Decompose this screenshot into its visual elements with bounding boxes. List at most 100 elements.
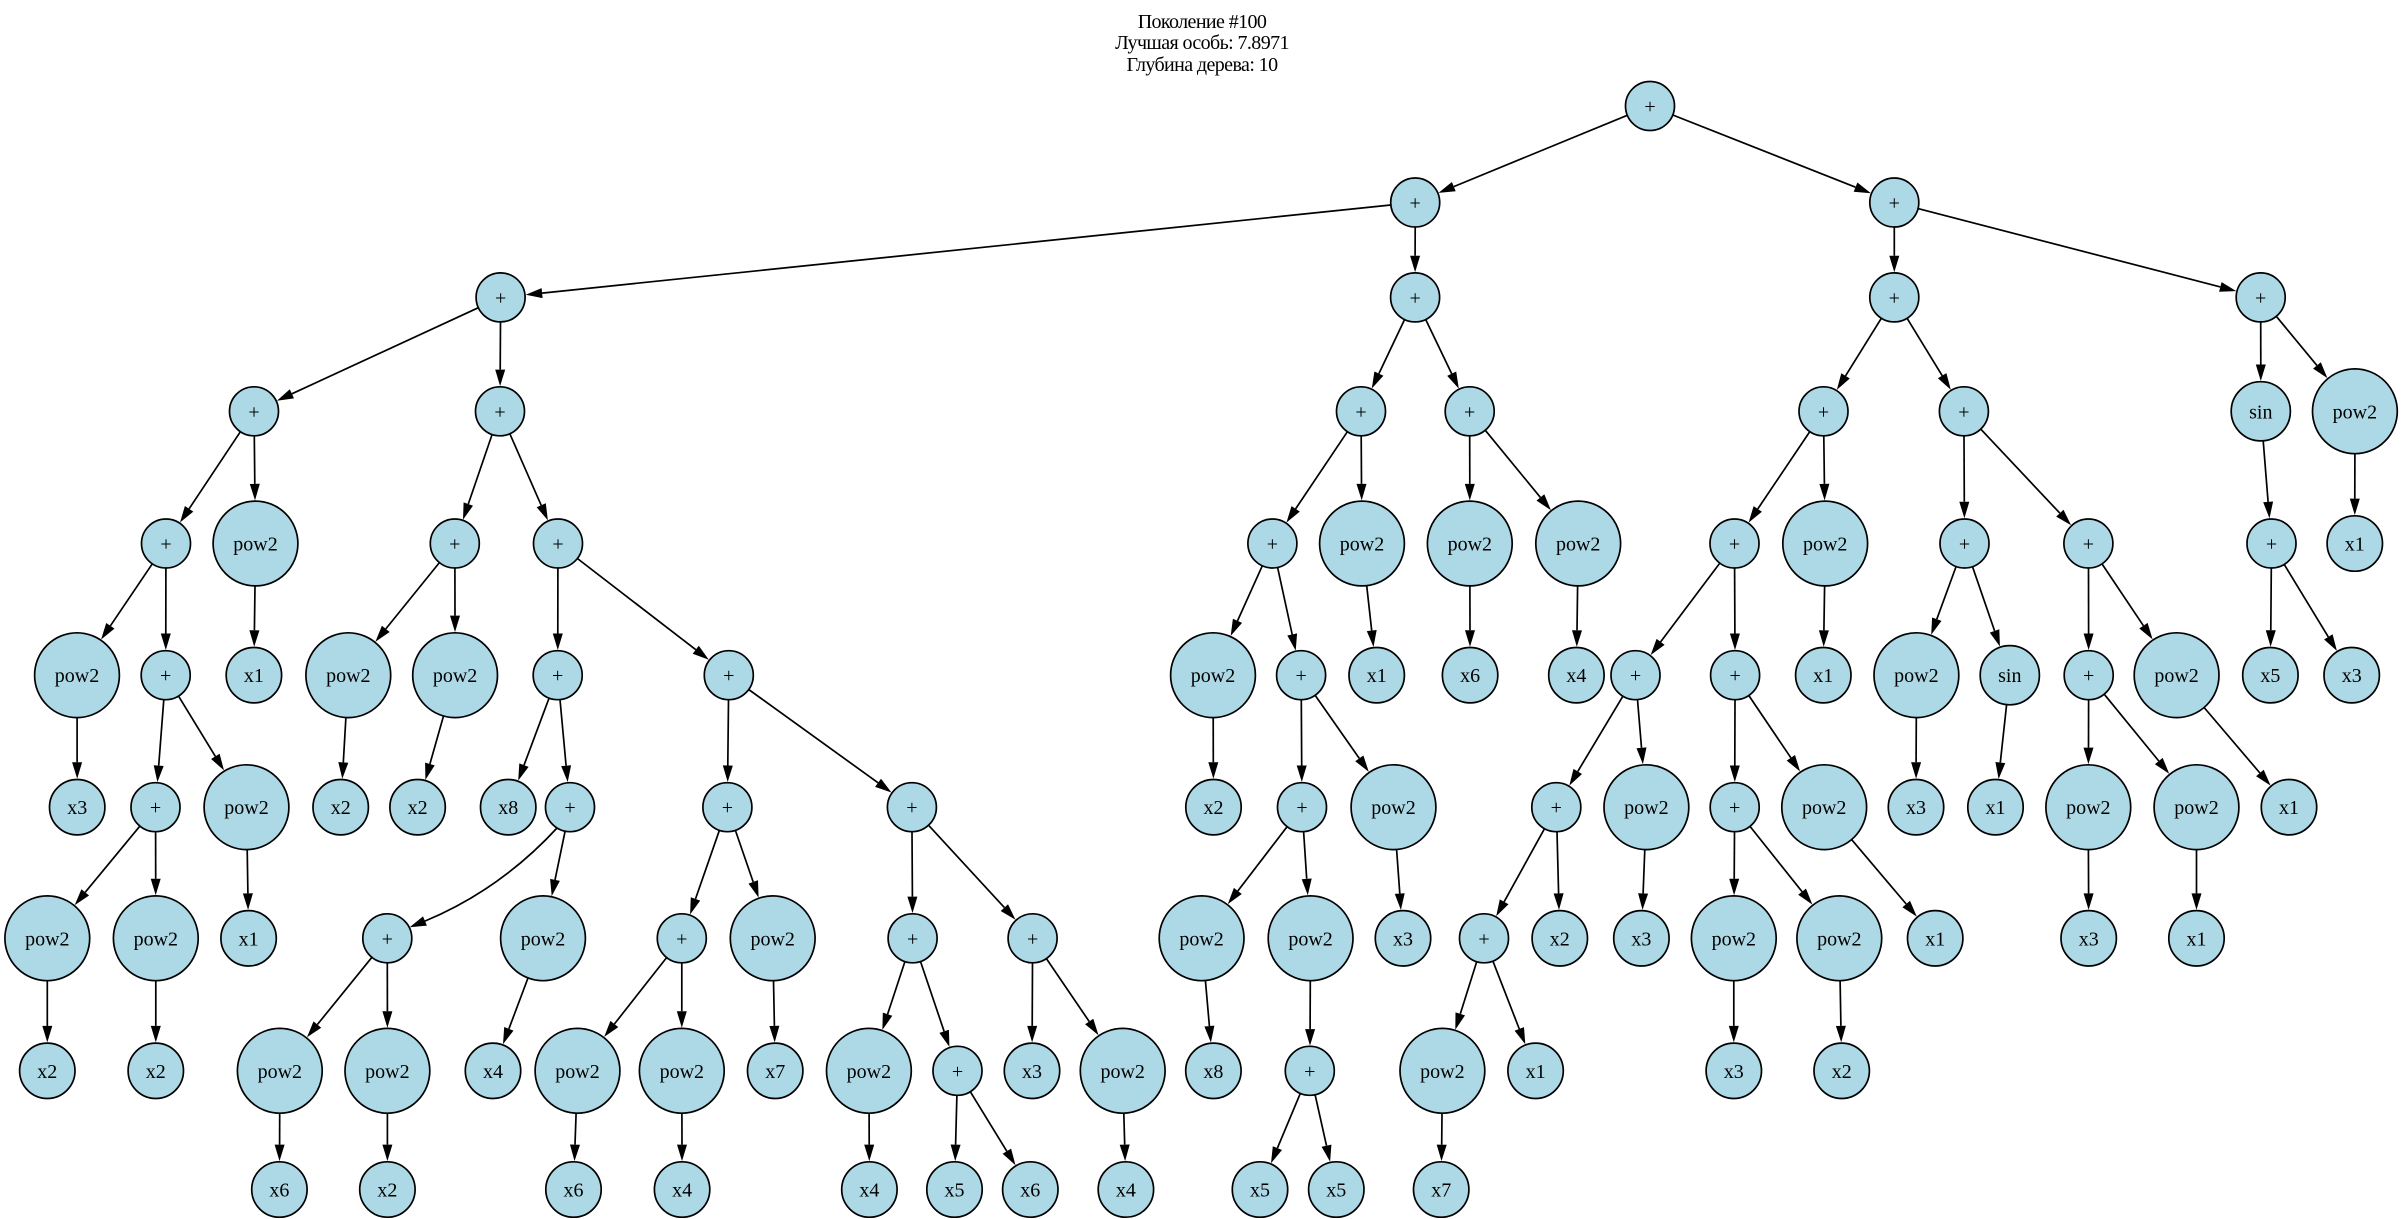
svg-text:+: +	[1027, 928, 1038, 950]
svg-text:+: +	[495, 287, 506, 309]
svg-text:+: +	[676, 928, 687, 950]
svg-text:+: +	[1958, 401, 1969, 423]
svg-text:pow2: pow2	[1803, 534, 1847, 556]
svg-text:+: +	[1644, 96, 1655, 118]
svg-text:x6: x6	[1020, 1180, 1040, 1202]
svg-text:x6: x6	[1460, 665, 1480, 687]
svg-text:pow2: pow2	[1624, 797, 1668, 819]
svg-text:pow2: pow2	[660, 1061, 704, 1083]
svg-text:pow2: pow2	[1340, 534, 1384, 556]
svg-text:+: +	[1464, 401, 1475, 423]
svg-text:+: +	[150, 797, 161, 819]
svg-text:pow2: pow2	[55, 665, 99, 687]
svg-text:x7: x7	[765, 1061, 785, 1083]
svg-text:x3: x3	[1393, 928, 1413, 950]
svg-text:+: +	[248, 401, 259, 423]
svg-text:x4: x4	[1566, 665, 1586, 687]
svg-text:+: +	[1818, 401, 1829, 423]
svg-text:pow2: pow2	[1894, 665, 1938, 687]
svg-text:+: +	[952, 1061, 963, 1083]
svg-text:pow2: pow2	[847, 1061, 891, 1083]
svg-text:x5: x5	[1250, 1180, 1270, 1202]
svg-text:pow2: pow2	[1420, 1061, 1464, 1083]
svg-text:x1: x1	[2279, 797, 2299, 819]
svg-text:x2: x2	[1832, 1061, 1852, 1083]
svg-text:pow2: pow2	[1179, 928, 1223, 950]
svg-text:x1: x1	[244, 665, 264, 687]
svg-text:+: +	[907, 928, 918, 950]
svg-text:+: +	[382, 928, 393, 950]
svg-text:x3: x3	[2079, 928, 2099, 950]
svg-text:x1: x1	[239, 928, 259, 950]
svg-text:pow2: pow2	[521, 928, 565, 950]
svg-text:pow2: pow2	[1448, 534, 1492, 556]
svg-text:pow2: pow2	[750, 928, 794, 950]
svg-text:x8: x8	[498, 797, 518, 819]
svg-text:x4: x4	[672, 1180, 692, 1202]
svg-text:x1: x1	[1925, 928, 1945, 950]
svg-text:+: +	[1889, 193, 1900, 215]
svg-text:+: +	[160, 665, 171, 687]
svg-text:+: +	[449, 534, 460, 556]
svg-text:pow2: pow2	[1712, 928, 1756, 950]
svg-text:x6: x6	[564, 1180, 584, 1202]
svg-text:+: +	[1409, 287, 1420, 309]
svg-text:x4: x4	[1116, 1180, 1136, 1202]
svg-text:+: +	[723, 665, 734, 687]
svg-text:x1: x1	[2187, 928, 2207, 950]
svg-text:x3: x3	[67, 797, 87, 819]
svg-text:+: +	[1296, 797, 1307, 819]
svg-text:x4: x4	[483, 1061, 503, 1083]
svg-text:+: +	[2255, 287, 2266, 309]
svg-text:x2: x2	[146, 1061, 166, 1083]
svg-text:+: +	[1410, 193, 1421, 215]
svg-text:x5: x5	[2260, 665, 2280, 687]
svg-text:x1: x1	[1813, 665, 1833, 687]
svg-text:pow2: pow2	[365, 1061, 409, 1083]
svg-text:pow2: pow2	[1371, 797, 1415, 819]
svg-text:x2: x2	[377, 1180, 397, 1202]
svg-text:+: +	[1267, 534, 1278, 556]
svg-text:x1: x1	[1986, 797, 2006, 819]
svg-text:sin: sin	[2249, 401, 2272, 423]
svg-text:sin: sin	[1998, 665, 2021, 687]
svg-text:+: +	[1729, 534, 1740, 556]
svg-text:pow2: pow2	[2066, 797, 2110, 819]
svg-text:+: +	[1630, 665, 1641, 687]
svg-text:+: +	[1729, 797, 1740, 819]
svg-text:pow2: pow2	[326, 665, 370, 687]
svg-text:pow2: pow2	[555, 1061, 599, 1083]
svg-text:pow2: pow2	[2154, 665, 2198, 687]
svg-text:x3: x3	[1906, 797, 1926, 819]
svg-text:+: +	[564, 797, 575, 819]
svg-text:+: +	[2266, 534, 2277, 556]
svg-text:+: +	[552, 665, 563, 687]
svg-text:x1: x1	[2345, 534, 2365, 556]
svg-text:x2: x2	[408, 797, 428, 819]
svg-text:x2: x2	[331, 797, 351, 819]
svg-text:+: +	[160, 534, 171, 556]
svg-text:+: +	[1295, 665, 1306, 687]
svg-text:x3: x3	[1631, 928, 1651, 950]
svg-text:x1: x1	[1367, 665, 1387, 687]
svg-text:pow2: pow2	[1817, 928, 1861, 950]
svg-text:x7: x7	[1431, 1180, 1451, 1202]
svg-text:+: +	[906, 797, 917, 819]
svg-text:x1: x1	[1526, 1061, 1546, 1083]
svg-text:x8: x8	[1203, 1061, 1223, 1083]
svg-text:+: +	[1304, 1061, 1315, 1083]
svg-text:x6: x6	[269, 1180, 289, 1202]
svg-text:x2: x2	[1204, 797, 1224, 819]
svg-text:pow2: pow2	[224, 797, 268, 819]
svg-text:x2: x2	[1550, 928, 1570, 950]
svg-text:+: +	[2083, 665, 2094, 687]
svg-text:+: +	[494, 401, 505, 423]
svg-text:pow2: pow2	[1556, 534, 1600, 556]
svg-text:x5: x5	[1326, 1180, 1346, 1202]
svg-text:pow2: pow2	[433, 665, 477, 687]
svg-text:pow2: pow2	[1100, 1061, 1144, 1083]
svg-text:+: +	[1959, 534, 1970, 556]
svg-text:x2: x2	[37, 1061, 57, 1083]
svg-text:pow2: pow2	[1288, 928, 1332, 950]
svg-text:+: +	[1551, 797, 1562, 819]
